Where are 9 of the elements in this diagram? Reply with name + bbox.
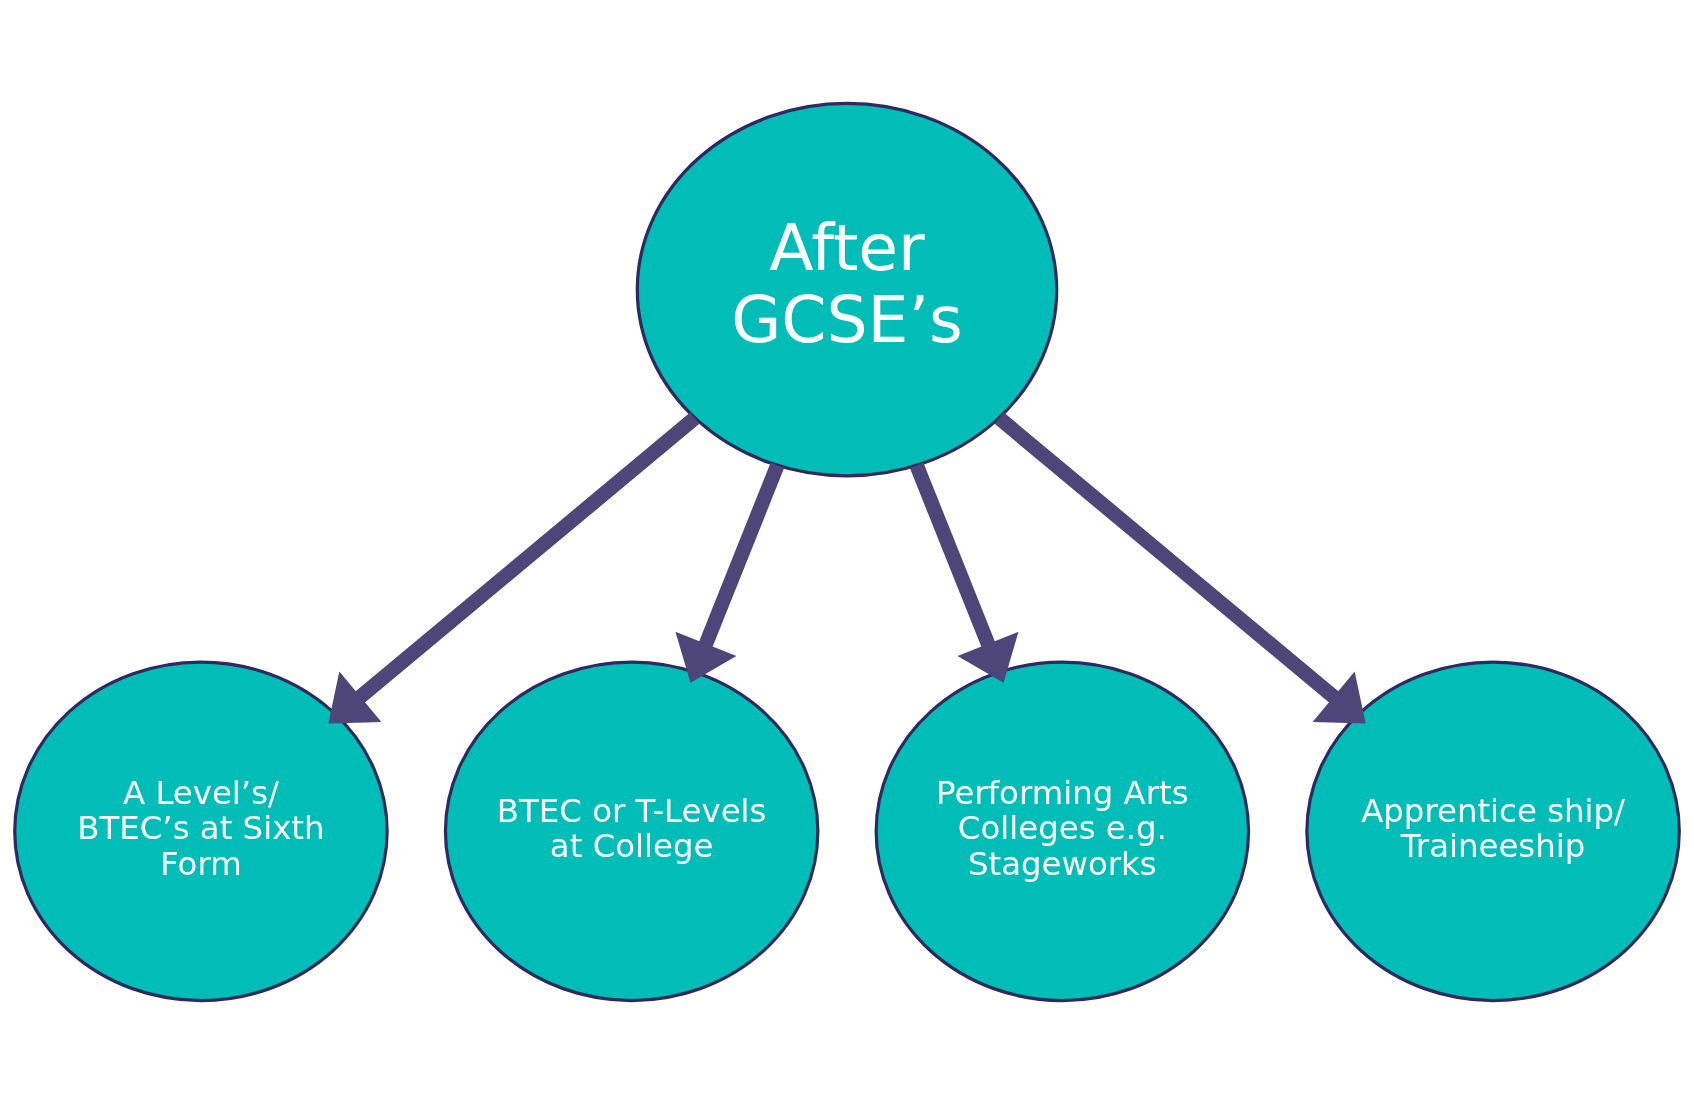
arrow [909, 462, 1019, 683]
arrow [328, 412, 700, 724]
node-circle: Performing Arts Colleges e.g. Stageworks [874, 660, 1251, 1002]
node-ellipse: After GCSE’s [635, 101, 1059, 477]
arrow [675, 462, 785, 683]
node-circle: Apprentice ship/ Traineeship [1305, 660, 1681, 1002]
node-circle: BTEC or T-Levels at College [443, 660, 820, 1002]
arrow [994, 412, 1366, 724]
node-circle: A Level’s/ BTEC’s at Sixth Form [13, 660, 389, 1002]
